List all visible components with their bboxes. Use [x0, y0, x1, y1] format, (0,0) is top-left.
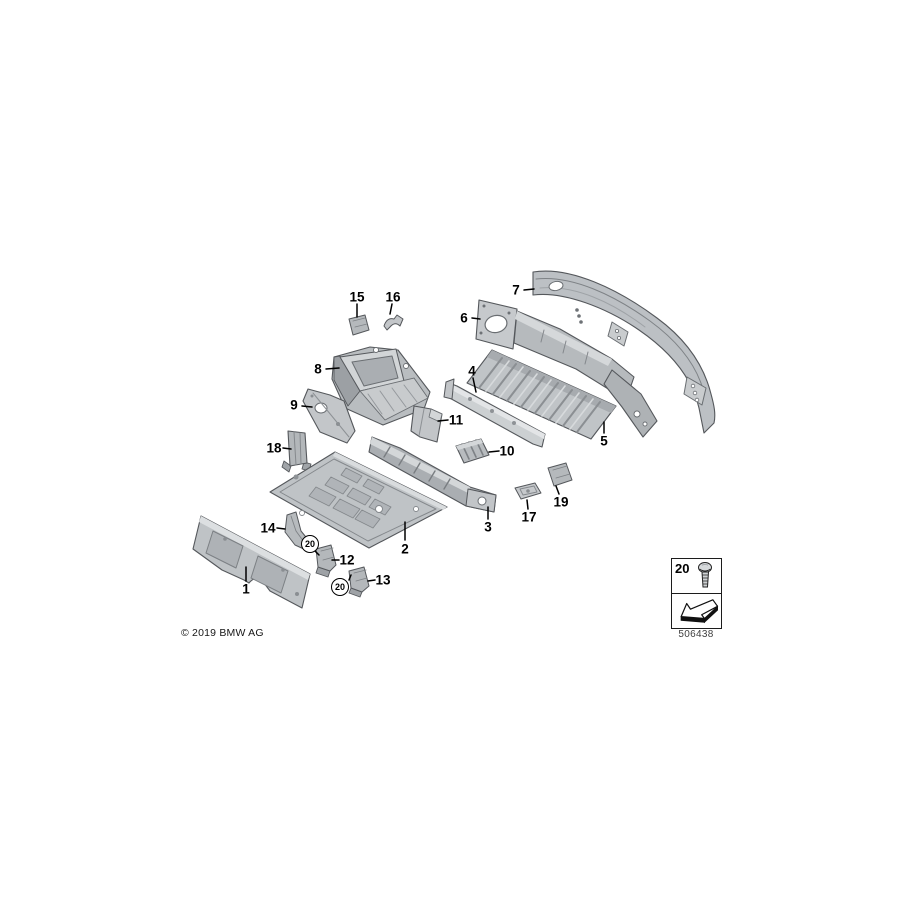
callout-9[interactable]: 9: [290, 397, 298, 413]
leader-lines: [245, 288, 605, 582]
callout-10[interactable]: 10: [499, 443, 515, 459]
part-11-shape[interactable]: [410, 405, 443, 443]
callout-20-circled-b[interactable]: 20: [331, 578, 349, 596]
callout-12[interactable]: 12: [339, 552, 355, 568]
callout-15[interactable]: 15: [349, 289, 365, 305]
part-19-shape[interactable]: [547, 462, 573, 487]
callout-2[interactable]: 2: [401, 541, 409, 557]
part-16-shape[interactable]: [383, 314, 404, 331]
copyright-notice: © 2019 BMW AG: [181, 627, 264, 639]
callout-17[interactable]: 17: [521, 509, 537, 525]
callout-8[interactable]: 8: [314, 361, 322, 377]
part-7-shape[interactable]: [532, 270, 716, 434]
part-6-shape[interactable]: [475, 299, 658, 438]
part-12-shape[interactable]: [315, 544, 337, 578]
callout-5[interactable]: 5: [600, 433, 608, 449]
callout-1[interactable]: 1: [242, 581, 250, 597]
callout-13[interactable]: 13: [375, 572, 391, 588]
callout-18[interactable]: 18: [266, 440, 282, 456]
part-13-shape[interactable]: [348, 566, 370, 598]
part-8-shape[interactable]: [331, 346, 431, 426]
part-5-shape[interactable]: [466, 349, 617, 440]
part-18-shape[interactable]: [281, 430, 312, 473]
callout-11[interactable]: 11: [448, 412, 464, 428]
part-1-shape[interactable]: [192, 515, 311, 609]
diagram-id: 506438: [678, 629, 714, 640]
direction-arrow-icon: [680, 599, 718, 624]
callout-3[interactable]: 3: [484, 519, 492, 535]
callout-6[interactable]: 6: [460, 310, 468, 326]
callout-14[interactable]: 14: [260, 520, 276, 536]
part-10-shape[interactable]: [455, 438, 490, 464]
legend-direction-cell: [672, 594, 721, 628]
part-2-shape[interactable]: [269, 451, 448, 549]
legend-box: 20: [671, 558, 722, 629]
callout-19[interactable]: 19: [553, 494, 569, 510]
legend-item-number: 20: [675, 561, 690, 576]
part-3-shape[interactable]: [368, 436, 497, 513]
legend-fastener-cell: 20: [672, 559, 721, 594]
part-15-shape[interactable]: [348, 314, 370, 336]
callout-7[interactable]: 7: [512, 282, 520, 298]
screw-icon: [697, 562, 712, 588]
callout-4[interactable]: 4: [468, 363, 476, 379]
part-17-shape[interactable]: [514, 482, 542, 500]
part-4-shape[interactable]: [443, 378, 546, 448]
callout-20-circled-a[interactable]: 20: [301, 535, 319, 553]
callout-16[interactable]: 16: [385, 289, 401, 305]
